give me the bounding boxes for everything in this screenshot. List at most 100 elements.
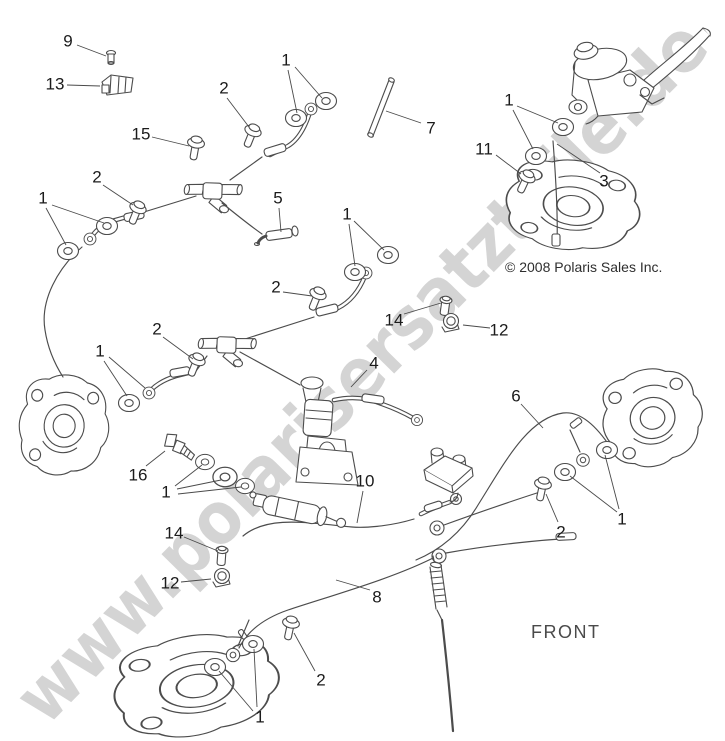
leader-line bbox=[66, 84, 101, 87]
leader-line bbox=[226, 97, 250, 128]
leader-line bbox=[108, 356, 146, 389]
sensor-part-16 bbox=[164, 433, 196, 461]
callout-1: 1 bbox=[255, 708, 264, 727]
junction-valve bbox=[418, 447, 474, 517]
leader-line bbox=[516, 105, 559, 124]
clamp-part-12 bbox=[441, 312, 460, 333]
callout-5: 5 bbox=[273, 189, 282, 208]
brake-line-10 bbox=[242, 518, 415, 537]
leader-line bbox=[294, 66, 323, 99]
leader-line bbox=[162, 336, 194, 360]
banjo-bolt bbox=[123, 197, 150, 228]
leader-line bbox=[348, 223, 356, 267]
brake-line-8 bbox=[238, 555, 438, 649]
leader-line bbox=[495, 154, 522, 175]
banjo-eye-top bbox=[304, 102, 318, 116]
leader-line bbox=[356, 490, 364, 524]
clip-part-13 bbox=[101, 74, 134, 96]
callout-2: 2 bbox=[556, 523, 565, 542]
callout-7: 7 bbox=[426, 119, 435, 138]
callout-1: 1 bbox=[617, 510, 626, 529]
copyright-text: © 2008 Polaris Sales Inc. bbox=[505, 259, 662, 275]
leader-line bbox=[103, 360, 128, 397]
callout-10: 10 bbox=[356, 472, 375, 491]
banjo-eye-junction-1 bbox=[429, 520, 445, 536]
rod-part-7 bbox=[367, 77, 395, 138]
callout-2: 2 bbox=[271, 278, 280, 297]
bolt-part-15 bbox=[184, 134, 207, 162]
leader-line bbox=[335, 579, 371, 591]
leader-line bbox=[293, 632, 316, 672]
banjo-eye-left bbox=[83, 232, 97, 246]
callout-14: 14 bbox=[165, 524, 184, 543]
callout-13: 13 bbox=[46, 75, 65, 94]
leader-line bbox=[174, 464, 203, 487]
callout-3: 3 bbox=[599, 172, 608, 191]
callout-12: 12 bbox=[161, 574, 180, 593]
callout-2: 2 bbox=[152, 320, 161, 339]
foot-master-cylinder bbox=[249, 491, 347, 528]
callout-1: 1 bbox=[342, 205, 351, 224]
callout-1: 1 bbox=[504, 91, 513, 110]
leader-line bbox=[151, 136, 190, 147]
callout-8: 8 bbox=[372, 588, 381, 607]
callout-15: 15 bbox=[132, 125, 151, 144]
leader-line bbox=[145, 450, 166, 467]
leader-line bbox=[177, 486, 242, 495]
banjo-bolt bbox=[238, 120, 265, 151]
leader-line bbox=[403, 302, 442, 315]
callout-1: 1 bbox=[161, 483, 170, 502]
line-3-fitting bbox=[551, 233, 561, 247]
callout-9: 9 bbox=[63, 32, 72, 51]
leader-line bbox=[520, 403, 544, 429]
callout-1: 1 bbox=[281, 51, 290, 70]
leader-line bbox=[462, 324, 491, 329]
tee-fitting-upper bbox=[180, 174, 244, 217]
callout-4: 4 bbox=[369, 354, 378, 373]
leader-line bbox=[569, 475, 618, 513]
banjo-bolt bbox=[530, 474, 554, 503]
leader-line bbox=[180, 578, 212, 583]
callout-1: 1 bbox=[38, 189, 47, 208]
leader-line bbox=[278, 207, 282, 233]
banjo-eye-lower-left bbox=[142, 386, 156, 400]
leader-line bbox=[385, 110, 422, 124]
brake-line-6 bbox=[415, 412, 612, 561]
callout-1: 1 bbox=[95, 342, 104, 361]
caliper-left bbox=[15, 371, 113, 479]
leader-line bbox=[604, 454, 620, 510]
leader-line bbox=[545, 493, 559, 523]
leader-line bbox=[218, 670, 254, 712]
banjo-bolt bbox=[278, 613, 302, 642]
leader-line bbox=[556, 143, 601, 174]
bleeder-part-5 bbox=[221, 202, 299, 247]
callout-6: 6 bbox=[511, 387, 520, 406]
leader-line bbox=[350, 369, 368, 388]
leader-line bbox=[282, 291, 313, 297]
clamp-part-12 bbox=[212, 567, 231, 588]
leader-line bbox=[176, 479, 222, 490]
leader-line bbox=[76, 44, 107, 57]
callout-16: 16 bbox=[129, 466, 148, 485]
callout-12: 12 bbox=[490, 321, 509, 340]
ribbed-brake-line bbox=[429, 555, 455, 733]
front-label: FRONT bbox=[531, 622, 601, 642]
leader-line bbox=[353, 220, 385, 251]
leader-line bbox=[102, 184, 134, 206]
callout-2: 2 bbox=[316, 671, 325, 690]
banjo-eye-right bbox=[576, 453, 590, 467]
leader-line bbox=[253, 648, 258, 708]
leader-line bbox=[183, 536, 219, 552]
callout-2: 2 bbox=[219, 79, 228, 98]
banjo-eye-bottom bbox=[225, 647, 241, 663]
leader-line bbox=[512, 109, 534, 150]
master-cylinder-assembly bbox=[568, 27, 711, 125]
leader-line bbox=[51, 204, 105, 224]
leader-line bbox=[287, 69, 298, 114]
leader-line bbox=[45, 207, 67, 246]
callout-11: 11 bbox=[475, 140, 493, 159]
master-cylinder-part-4 bbox=[239, 351, 424, 486]
